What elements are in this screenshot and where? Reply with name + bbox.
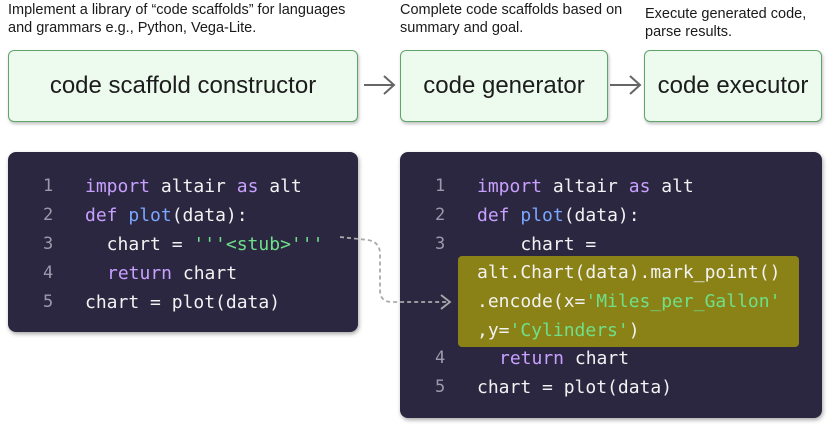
code-text: altair (542, 176, 629, 197)
code-line: import altair as alt (477, 172, 694, 201)
generated-code-line: alt.Chart(data).mark_point() (477, 262, 781, 283)
code-executor-box: code executor (644, 50, 822, 122)
code-text: chart (564, 348, 630, 369)
line-number: 2 (43, 205, 54, 225)
code-text: ,y= (477, 320, 510, 341)
code-text: chart = (85, 234, 194, 255)
line-number: 1 (43, 176, 54, 196)
code-line: chart = '''<stub>''' (85, 230, 324, 259)
keyword: def (477, 205, 510, 226)
code-string: 'Miles_per_Gallon' (585, 291, 781, 312)
code-text: altair (150, 176, 237, 197)
keyword: import (85, 176, 151, 197)
keyword: as (236, 176, 259, 197)
executor-caption: Execute generated code, parse results. (645, 6, 807, 40)
arrow-right-icon (610, 75, 642, 95)
executor-stage-label: code executor (657, 72, 809, 99)
code-line: chart = (477, 234, 597, 255)
code-string: 'Cylinders' (509, 320, 629, 341)
line-number: 4 (435, 348, 446, 368)
line-number: 4 (43, 263, 54, 283)
constructor-stage-label: code scaffold constructor (49, 72, 317, 99)
code-line: return chart (107, 259, 237, 288)
keyword: as (628, 176, 651, 197)
code-text: (data): (563, 205, 640, 226)
constructor-caption: Implement a library of “code scaffolds” … (8, 2, 346, 36)
generator-caption: Complete code scaffolds based on summary… (400, 2, 623, 36)
keyword: import (477, 176, 543, 197)
generated-code-line: ,y='Cylinders') (477, 316, 640, 345)
function-name: plot (128, 205, 172, 226)
line-number: 3 (435, 234, 446, 254)
code-text: .encode(x= (477, 291, 586, 312)
stub-string: '''<stub>''' (193, 234, 324, 255)
arrow-right-icon (364, 75, 396, 95)
generator-stage-label: code generator (423, 72, 585, 99)
code-text: alt (258, 176, 302, 197)
line-number: 3 (43, 234, 54, 254)
line-number: 5 (43, 292, 54, 312)
line-number: 2 (435, 205, 446, 225)
code-text: alt (650, 176, 694, 197)
keyword: return (499, 348, 565, 369)
code-line: return chart (499, 344, 629, 373)
code-line: def plot(data): (85, 201, 248, 230)
line-number: 5 (435, 377, 446, 397)
function-name: plot (520, 205, 564, 226)
code-text: (data): (171, 205, 248, 226)
keyword: return (107, 263, 173, 284)
line-number: 1 (435, 176, 446, 196)
keyword: def (85, 205, 118, 226)
scaffold-code-panel: 1 2 3 4 5 import altair as alt def plot(… (8, 152, 358, 332)
code-line: import altair as alt (85, 172, 302, 201)
generated-code-panel: 1 2 3 4 5 import altair as alt def plot(… (400, 152, 822, 418)
code-scaffold-constructor-box: code scaffold constructor (8, 50, 358, 122)
code-text: chart (172, 263, 238, 284)
code-line: def plot(data): (477, 201, 640, 230)
code-line: chart = plot(data) (477, 377, 673, 398)
code-generator-box: code generator (400, 50, 608, 122)
code-text: ) (628, 320, 640, 341)
generated-code-line: .encode(x='Miles_per_Gallon' (477, 287, 780, 316)
generated-code-highlight (458, 256, 799, 347)
code-line: chart = plot(data) (85, 292, 281, 313)
